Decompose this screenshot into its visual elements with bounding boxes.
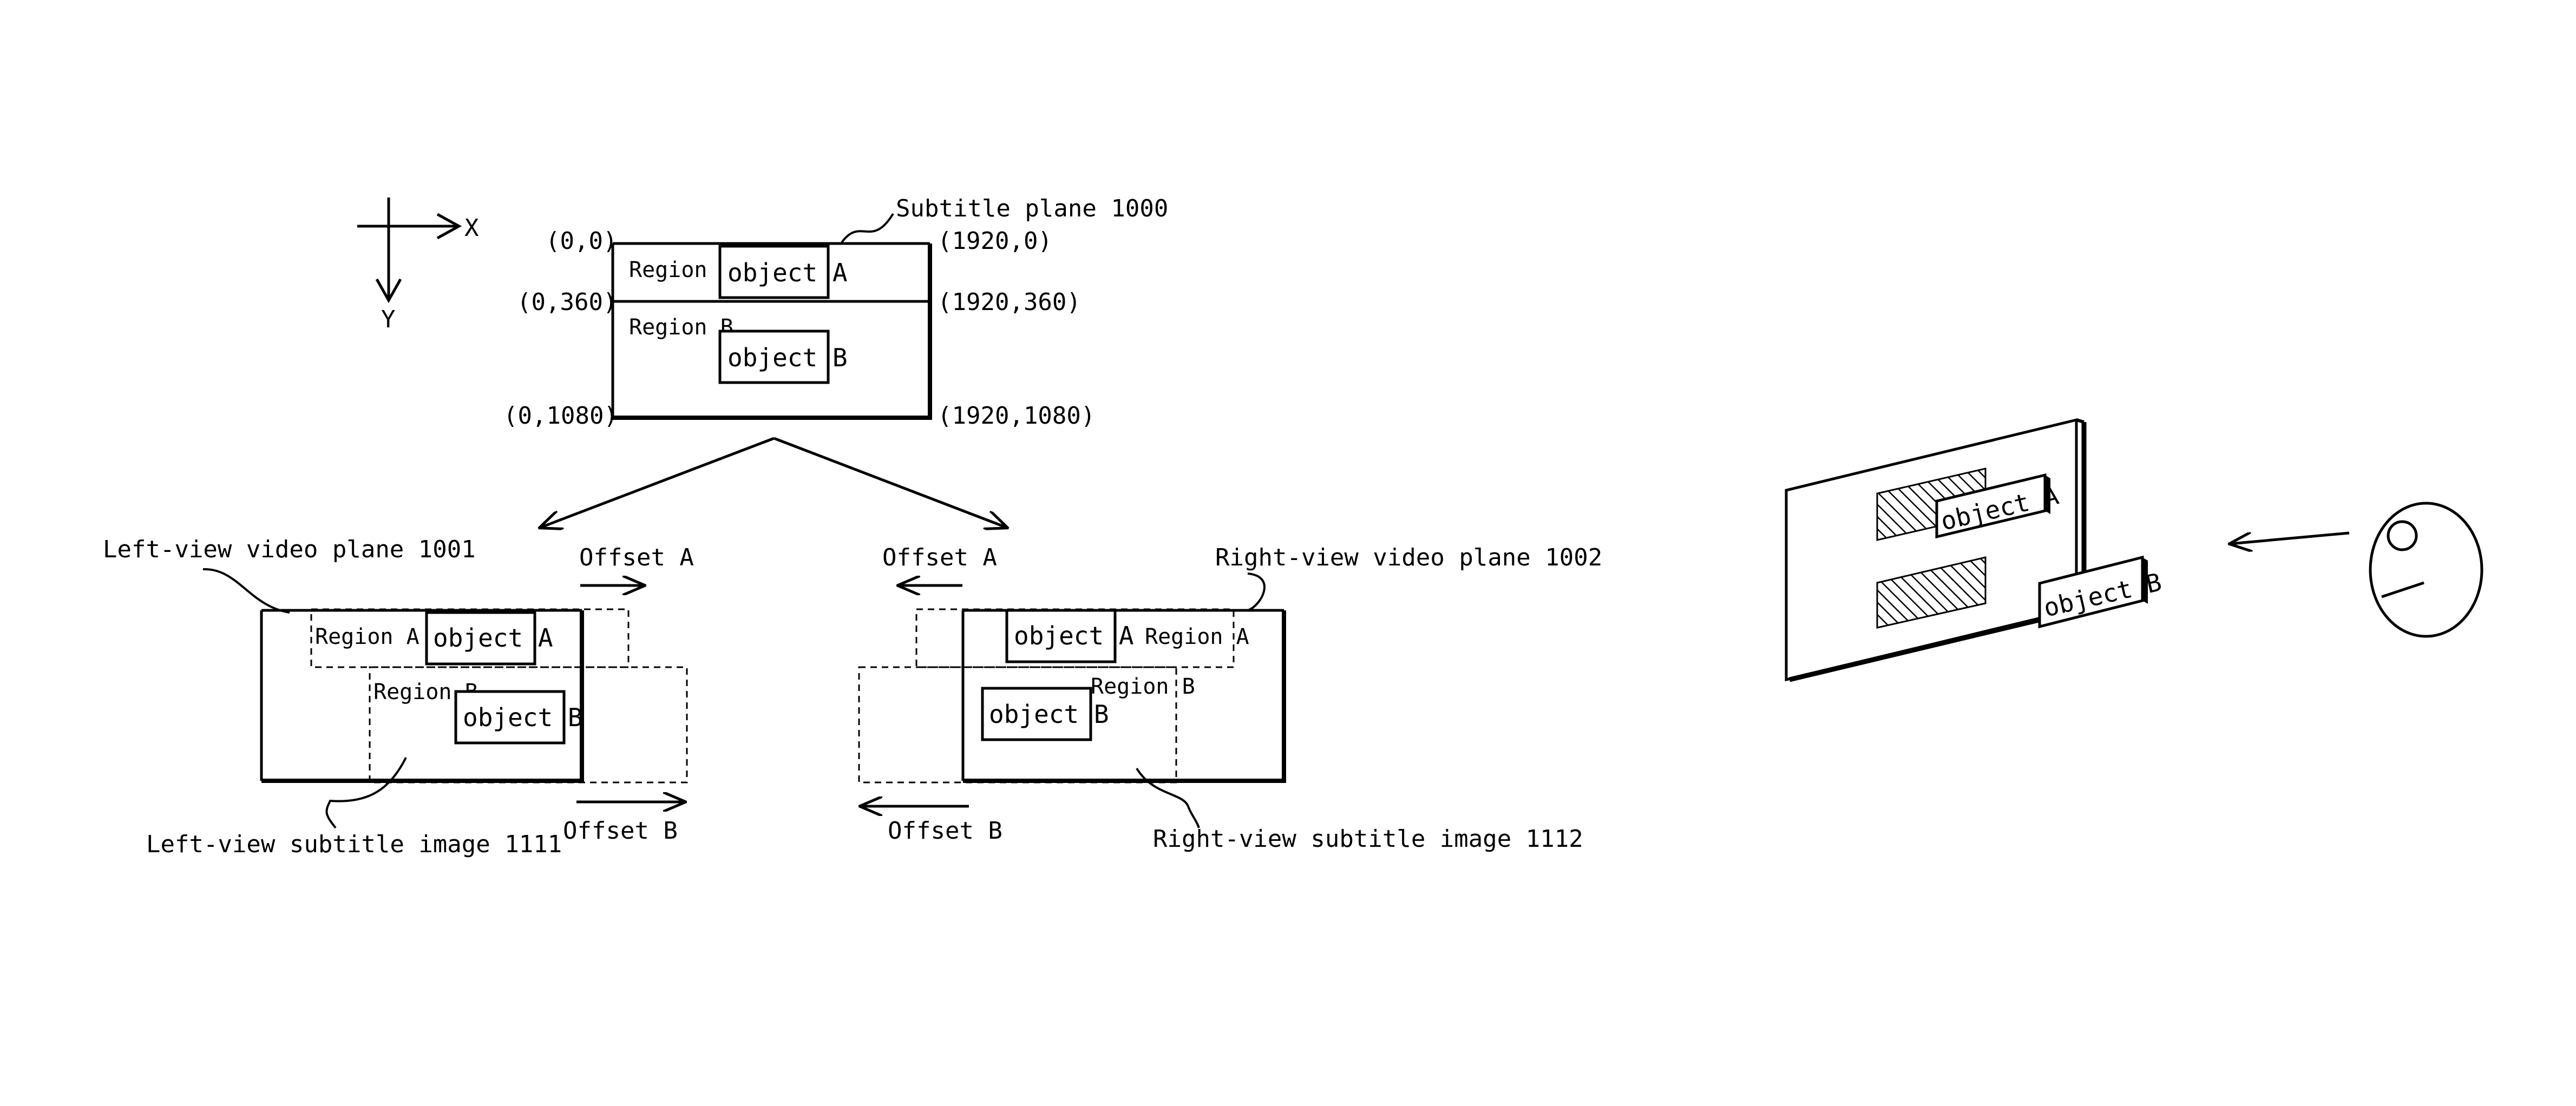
right-offset-b-label: Offset B [888, 817, 1002, 845]
left-plane-leader [203, 569, 290, 613]
right-subtitle-leader [1137, 768, 1199, 828]
perspective-illustration: object A object B [1786, 420, 2482, 680]
coord-bottom-right: (1920,1080) [938, 402, 1095, 430]
x-axis-label: X [464, 214, 479, 242]
axis-indicator: X Y [357, 198, 479, 333]
viewer-head-icon [2370, 503, 2482, 636]
right-view-group: Offset A Right-view video plane 1002 obj… [859, 544, 1602, 853]
coord-mid-right: (1920,360) [938, 288, 1081, 316]
plane-object-a-label: object A [727, 258, 848, 287]
right-region-a-label: Region A [1145, 624, 1249, 649]
right-plane-leader [1248, 574, 1264, 610]
arrow-to-left-view [540, 438, 774, 528]
coord-mid-left: (0,360) [517, 288, 617, 316]
split-arrows [540, 438, 1007, 528]
subtitle-plane: Subtitle plane 1000 Region A object A Re… [503, 195, 1168, 430]
left-region-a-label: Region A [315, 624, 419, 649]
coord-bottom-left: (0,1080) [503, 402, 618, 430]
left-offset-a-label: Offset A [579, 544, 694, 571]
plane-region-b-label: Region B [629, 315, 733, 340]
left-view-subtitle-label: Left-view subtitle image 1111 [146, 831, 562, 858]
left-offset-b-label: Offset B [563, 817, 678, 845]
left-subtitle-leader [326, 758, 406, 828]
coord-top-right: (1920,0) [938, 227, 1052, 255]
arrow-to-right-view [774, 438, 1007, 528]
right-object-b-label: object B [989, 700, 1109, 729]
right-object-a-label: object A [1014, 621, 1134, 650]
left-view-group: Left-view video plane 1001 Offset A Regi… [103, 536, 694, 858]
right-offset-a-label: Offset A [882, 544, 997, 571]
screen-plane [1786, 420, 2076, 680]
coord-top-left: (0,0) [546, 227, 617, 255]
viewer-eye-icon [2388, 522, 2416, 550]
right-region-b-label: Region B [1091, 674, 1195, 699]
subtitle-plane-leader [842, 214, 893, 242]
left-object-a-label: object A [433, 623, 553, 653]
y-axis-label: Y [381, 306, 396, 333]
screen-edge-top [2076, 420, 2084, 422]
left-object-b-label: object B [463, 703, 583, 732]
subtitle-plane-title: Subtitle plane 1000 [896, 195, 1168, 222]
right-view-plane-label: Right-view video plane 1002 [1215, 544, 1602, 571]
plane-region-a-label: Region A [629, 258, 733, 282]
plane-object-b-label: object B [727, 343, 848, 372]
viewing-direction-arrow [2230, 533, 2349, 544]
right-view-subtitle-label: Right-view subtitle image 1112 [1153, 825, 1583, 853]
left-view-plane-label: Left-view video plane 1001 [103, 536, 476, 563]
